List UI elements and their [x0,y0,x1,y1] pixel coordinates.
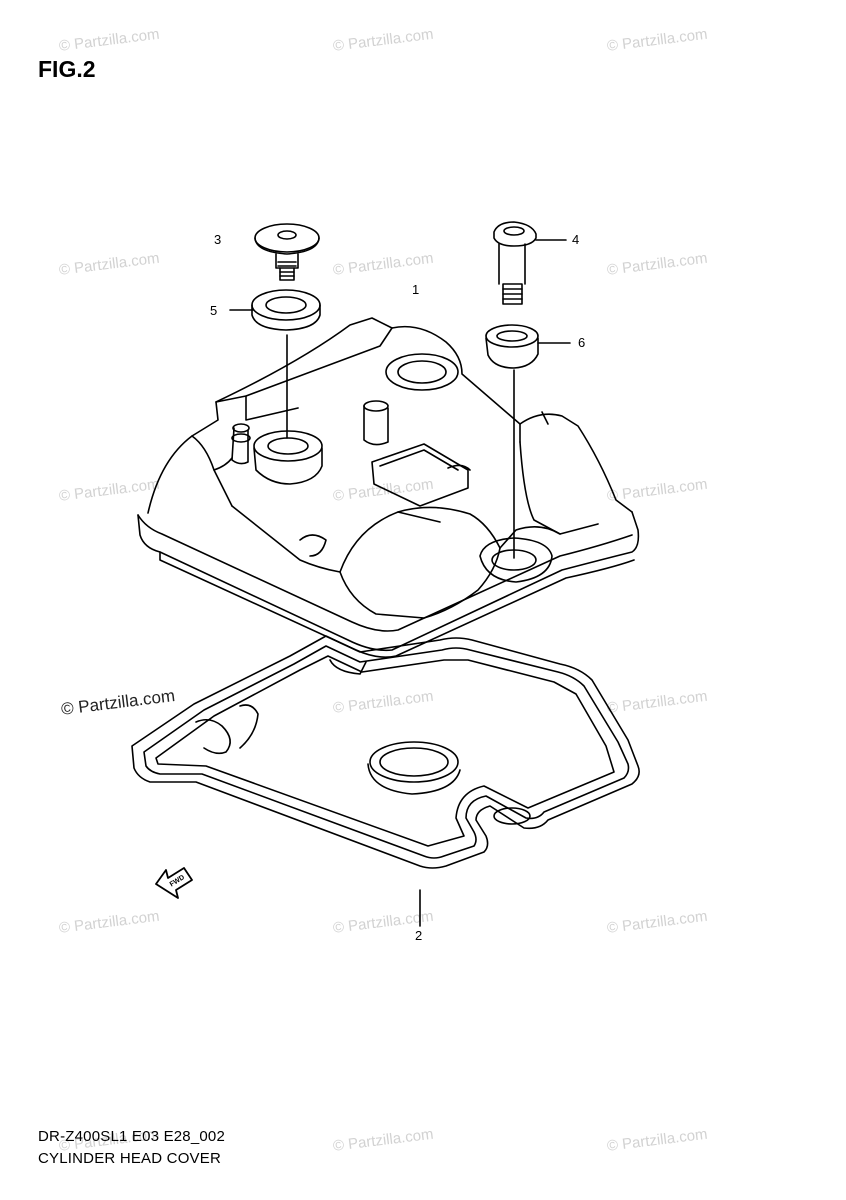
part-6-grommet [485,324,539,369]
figure-title: FIG.2 [38,56,96,82]
part-3-bolt [254,223,320,281]
callout-5: 5 [210,303,218,318]
callout-2: 2 [415,928,423,943]
part-5-washer [251,289,321,331]
callout-6: 6 [578,335,586,350]
callout-3: 3 [214,232,222,247]
fwd-arrow-icon [155,867,193,899]
diagram-caption: CYLINDER HEAD COVER [38,1150,222,1167]
part-1-cylinder-head-cover [137,317,640,658]
part-2-gasket [131,635,640,869]
callout-1: 1 [412,282,420,297]
part-4-bolt [493,221,537,305]
diagram-code: DR-Z400SL1 E03 E28_002 [38,1128,226,1145]
callout-4: 4 [572,232,580,247]
